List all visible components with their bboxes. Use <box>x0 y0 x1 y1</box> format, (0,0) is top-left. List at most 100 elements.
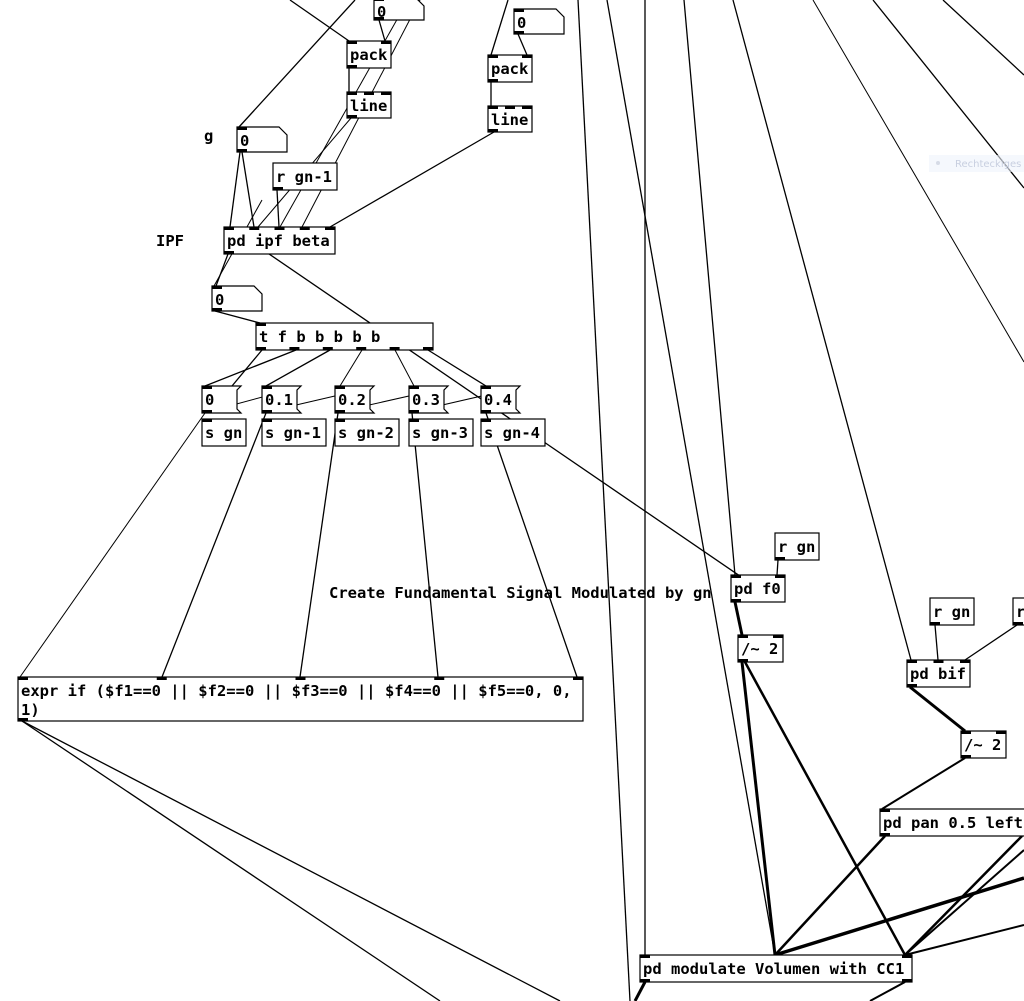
inlet[interactable] <box>212 286 222 289</box>
send-gn-object[interactable]: s gn <box>201 418 247 447</box>
inlet[interactable] <box>481 386 491 389</box>
inlet[interactable] <box>224 227 234 230</box>
patch-cord[interactable] <box>909 685 966 733</box>
patch-cord[interactable] <box>683 0 736 576</box>
pd-f0-subpatch[interactable]: pd f0 <box>730 574 786 603</box>
outlet[interactable] <box>374 17 384 20</box>
receive-gn-object[interactable]: r gn <box>929 597 975 626</box>
patch-cord[interactable] <box>517 33 528 56</box>
outlet[interactable] <box>481 410 491 413</box>
outlet[interactable] <box>514 31 524 34</box>
patch-cord[interactable] <box>204 349 297 387</box>
number-box[interactable]: 0 <box>373 0 425 21</box>
outlet[interactable] <box>775 557 785 560</box>
outlet[interactable] <box>907 684 917 687</box>
outlet[interactable] <box>902 979 912 982</box>
message-box-0.4[interactable]: 0.4 <box>480 385 522 414</box>
patch-cord[interactable] <box>904 849 1024 956</box>
line-object[interactable]: line <box>346 91 392 119</box>
outlet[interactable] <box>224 251 234 254</box>
inlet[interactable] <box>381 92 391 95</box>
patch-cord[interactable] <box>934 624 939 661</box>
patch-cord[interactable] <box>299 412 339 678</box>
inlet[interactable] <box>347 41 357 44</box>
outlet[interactable] <box>488 79 498 82</box>
inlet[interactable] <box>731 575 741 578</box>
outlet[interactable] <box>961 755 971 758</box>
receive-gn-1-object[interactable]: r gn-1 <box>272 162 338 191</box>
inlet[interactable] <box>237 127 247 130</box>
outlet[interactable] <box>409 410 419 413</box>
patch-cord[interactable] <box>490 0 509 56</box>
patch-cord[interactable] <box>964 624 1018 661</box>
outlet[interactable] <box>347 65 357 68</box>
patch-cord[interactable] <box>265 349 331 387</box>
inlet[interactable] <box>488 106 498 109</box>
message-box-0.1[interactable]: 0.1 <box>261 385 303 414</box>
patch-cord[interactable] <box>289 0 350 42</box>
patch-cord[interactable] <box>21 720 441 1001</box>
inlet[interactable] <box>481 419 491 422</box>
patch-cord[interactable] <box>485 412 578 678</box>
outlet[interactable] <box>356 347 367 350</box>
outlet[interactable] <box>880 833 890 836</box>
signal-divide-object[interactable]: /~ 2 <box>960 730 1007 759</box>
pd-bif-subpatch[interactable]: pd bif <box>906 659 971 688</box>
patch-cord[interactable] <box>633 981 647 1001</box>
outlet[interactable] <box>731 599 741 602</box>
patch-cord[interactable] <box>812 0 1024 363</box>
patch-cord[interactable] <box>238 0 356 128</box>
inlet[interactable] <box>299 227 310 230</box>
patch-cord[interactable] <box>276 189 280 228</box>
outlet[interactable] <box>640 979 650 982</box>
outlet[interactable] <box>389 347 400 350</box>
line-object[interactable]: line <box>487 105 533 133</box>
inlet[interactable] <box>409 419 419 422</box>
message-box-0.3[interactable]: 0.3 <box>408 385 450 414</box>
patch-cord[interactable] <box>231 349 263 387</box>
inlet[interactable] <box>374 0 384 1</box>
send-gn-2-object[interactable]: s gn-2 <box>334 418 400 447</box>
patch-cord[interactable] <box>229 151 241 228</box>
expr-object[interactable]: expr if ($f1==0 || $f2==0 || $f3==0 || $… <box>17 676 584 722</box>
inlet[interactable] <box>381 41 391 44</box>
patch-cord[interactable] <box>21 720 561 1001</box>
inlet[interactable] <box>880 809 890 812</box>
inlet[interactable] <box>902 955 912 958</box>
inlet[interactable] <box>18 677 28 680</box>
patch-cord[interactable] <box>411 412 439 678</box>
patch-cord[interactable] <box>732 0 912 661</box>
send-gn-4-object[interactable]: s gn-4 <box>480 418 546 447</box>
patch-cord[interactable] <box>774 835 886 956</box>
patch-cord[interactable] <box>339 349 363 387</box>
pd-ipf-beta-subpatch[interactable]: pd ipf beta <box>223 226 336 255</box>
patch-cord[interactable] <box>19 412 206 678</box>
inlet[interactable] <box>364 92 374 95</box>
receive-object[interactable]: r <box>1012 597 1024 626</box>
patch-cord[interactable] <box>577 0 631 1001</box>
outlet[interactable] <box>322 347 333 350</box>
patch-cord[interactable] <box>215 253 229 287</box>
patch-cord[interactable] <box>214 310 261 324</box>
inlet[interactable] <box>738 635 748 638</box>
inlet[interactable] <box>335 419 345 422</box>
message-box-0.2[interactable]: 0.2 <box>334 385 376 414</box>
patch-cord[interactable] <box>394 349 415 387</box>
pack-object[interactable]: pack <box>487 54 533 83</box>
inlet[interactable] <box>488 55 498 58</box>
pd-modulate-volumen-subpatch[interactable]: pd modulate Volumen with CC1 <box>639 954 913 983</box>
patch-cord[interactable] <box>427 349 487 387</box>
outlet[interactable] <box>1013 622 1023 625</box>
inlet[interactable] <box>256 323 266 326</box>
inlet[interactable] <box>262 419 272 422</box>
receive-gn-object[interactable]: r gn <box>774 532 820 561</box>
outlet[interactable] <box>488 129 498 132</box>
inlet[interactable] <box>274 227 285 230</box>
patch-cord[interactable] <box>743 661 907 956</box>
trigger-object[interactable]: t f b b b b b <box>255 322 434 351</box>
outlet[interactable] <box>273 187 283 190</box>
send-gn-3-object[interactable]: s gn-3 <box>408 418 474 447</box>
patch-cord[interactable] <box>776 559 779 576</box>
inlet[interactable] <box>773 635 783 638</box>
